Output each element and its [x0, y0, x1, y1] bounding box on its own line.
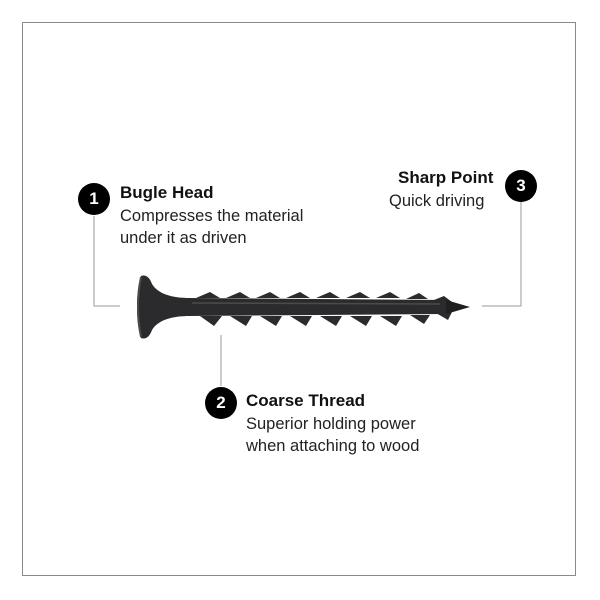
- leader-line-bugle-head: [93, 216, 120, 307]
- callout-badge-3: 3: [505, 170, 537, 202]
- callout-title-coarse-thread: Coarse Thread: [246, 391, 366, 410]
- callout-desc-coarse-thread-line-1: Superior holding power: [246, 415, 416, 433]
- callout-badge-1: 1: [78, 183, 110, 215]
- callout-desc-sharp-point-line-1: Quick driving: [389, 192, 485, 210]
- screw-sharp-point: [446, 300, 470, 314]
- screw-shank-highlight: [191, 302, 441, 305]
- callout-desc-bugle-head-line-2: under it as driven: [120, 229, 247, 247]
- callout-title-sharp-point: Sharp Point: [398, 168, 494, 187]
- screw-head-face: [136, 276, 142, 338]
- screw-threads: [196, 292, 452, 326]
- callout-desc-coarse-thread-line-2: when attaching to wood: [246, 437, 420, 455]
- callout-title-bugle-head: Bugle Head: [120, 183, 214, 202]
- screw-illustration: [136, 275, 470, 339]
- leader-line-sharp-point: [482, 200, 522, 307]
- screw-bugle-head: [137, 275, 190, 339]
- callout-desc-bugle-head-line-1: Compresses the material: [120, 207, 304, 225]
- callout-badge-2: 2: [205, 387, 237, 419]
- screw-shank: [188, 298, 468, 316]
